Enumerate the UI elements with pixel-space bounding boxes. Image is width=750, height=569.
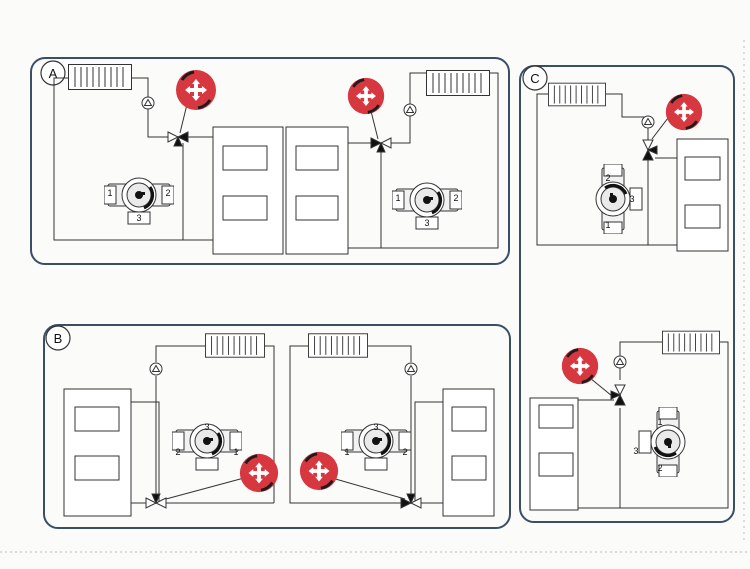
svg-text:1: 1 — [605, 220, 610, 230]
svg-text:3: 3 — [424, 218, 429, 228]
three-way-valve-icon — [610, 384, 626, 406]
pump-icon — [141, 96, 155, 110]
valve-actuator-icon — [238, 452, 280, 494]
svg-text:2: 2 — [402, 447, 407, 457]
pump-icon — [149, 362, 163, 376]
three-way-valve-icon — [400, 493, 422, 509]
svg-text:2: 2 — [657, 463, 662, 473]
panel-a-badge: A — [40, 60, 66, 86]
svg-text:2: 2 — [175, 447, 180, 457]
radiator-icon — [426, 70, 490, 96]
svg-text:2: 2 — [453, 193, 458, 203]
svg-text:2: 2 — [605, 173, 610, 183]
svg-text:1: 1 — [344, 447, 349, 457]
three-way-valve-icon — [167, 131, 189, 147]
panel-c-boiler-top — [676, 138, 729, 252]
svg-text:3: 3 — [136, 213, 141, 223]
pump-icon — [403, 103, 417, 117]
svg-text:3: 3 — [633, 446, 638, 456]
pump-icon — [404, 362, 418, 376]
valve-actuator-icon — [560, 346, 600, 386]
valve-actuator-icon — [298, 450, 340, 492]
pump-icon — [613, 355, 627, 369]
svg-text:3: 3 — [373, 422, 378, 432]
panel-c — [519, 65, 735, 523]
three-way-valve-icon — [370, 137, 392, 153]
three-way-valve-icon — [642, 139, 658, 161]
valve-actuator-icon — [346, 76, 386, 116]
panel-a-pipes — [53, 72, 499, 249]
valve-actuator-icon — [664, 92, 704, 132]
panel-a — [30, 57, 510, 265]
mixing-valve-c-top: 2 3 1 — [594, 164, 644, 234]
panel-c-boiler-bottom — [529, 397, 579, 511]
svg-text:2: 2 — [165, 188, 170, 198]
mixing-valve-c-bottom: 3 1 2 — [633, 407, 687, 477]
three-way-valve-icon — [145, 493, 167, 509]
svg-text:1: 1 — [107, 188, 112, 198]
panel-a-label: A — [49, 66, 58, 81]
radiator-icon — [662, 330, 720, 355]
svg-text:1: 1 — [233, 447, 238, 457]
panel-b-boiler-left — [63, 388, 132, 517]
panel-b-label: B — [54, 331, 63, 346]
svg-text:1: 1 — [657, 417, 662, 427]
radiator-icon — [308, 333, 368, 358]
panel-c-label: C — [530, 71, 539, 86]
panel-a-boiler-right — [285, 126, 349, 255]
radiator-icon — [205, 333, 265, 358]
svg-text:3: 3 — [629, 194, 634, 204]
panel-a-boiler-left — [212, 126, 284, 255]
panel-b-badge: B — [45, 325, 71, 351]
mixing-valve-b-right: 1 2 3 — [341, 422, 411, 472]
svg-text:1: 1 — [395, 193, 400, 203]
panel-b — [43, 324, 511, 529]
mixing-valve-a-right: 1 2 3 — [392, 181, 462, 231]
panel-c-badge: C — [522, 65, 548, 91]
valve-actuator-icon — [174, 68, 218, 112]
mixing-valve-a-left: 1 2 3 — [104, 176, 174, 226]
radiator-icon — [68, 64, 132, 90]
pump-icon — [641, 115, 655, 129]
panel-b-boiler-right — [442, 388, 495, 517]
panel-b-pipes — [131, 345, 443, 504]
svg-text:3: 3 — [204, 422, 209, 432]
radiator-icon — [548, 82, 606, 107]
mixing-valve-b-left: 2 1 3 — [172, 422, 242, 472]
